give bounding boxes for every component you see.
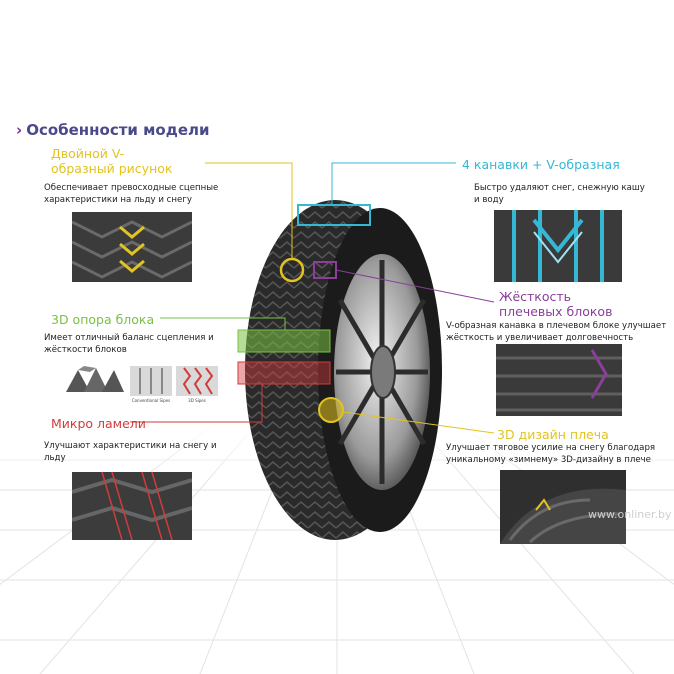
chevron-right-icon: › bbox=[16, 121, 23, 139]
shoulder-3d-marker bbox=[318, 397, 344, 423]
block-3d-figure bbox=[64, 362, 126, 398]
v-pattern-leader bbox=[205, 162, 293, 259]
micro-sipes-leader bbox=[130, 384, 263, 423]
block-3d-title: 3D опора блока bbox=[51, 312, 155, 327]
shoulder-stiffness-leader bbox=[335, 269, 495, 303]
v-pattern-title: Двойной V- образный рисунок bbox=[51, 146, 173, 176]
conventional-sipes-caption: Conventional Sipes bbox=[131, 398, 171, 403]
shoulder-3d-photo bbox=[500, 470, 626, 544]
3d-sipes-image bbox=[176, 366, 218, 396]
micro-sipes-desc: Улучшают характеристики на снегу и льду bbox=[44, 441, 217, 463]
wheel-hub bbox=[370, 345, 396, 399]
micro-sipes-title: Микро ламели bbox=[51, 416, 146, 431]
grooves-desc: Быстро удаляют снег, снежную кашу и воду bbox=[474, 183, 645, 205]
v-pattern-photo bbox=[72, 212, 192, 282]
grooves-highlight bbox=[297, 204, 371, 226]
shoulder-stiffness-photo bbox=[496, 344, 622, 416]
shoulder-3d-desc: Улучшает тяговое усилие на снегу благода… bbox=[446, 443, 656, 465]
v-pattern-desc: Обеспечивает превосходные сцепные характ… bbox=[44, 183, 219, 205]
grooves-photo bbox=[494, 210, 622, 282]
block-3d-highlight bbox=[237, 329, 331, 353]
shoulder-stiffness-desc: V-образная канавка в плечевом блоке улуч… bbox=[446, 321, 667, 343]
micro-sipes-highlight bbox=[237, 361, 331, 385]
grooves-title: 4 канавки + V-образная bbox=[462, 157, 620, 172]
watermark-text: www.onliner.by bbox=[588, 508, 672, 521]
shoulder-3d-title: 3D дизайн плеча bbox=[497, 427, 609, 442]
section-title: ›Особенности модели bbox=[16, 121, 210, 139]
3d-sipes-caption: 3D Sipes bbox=[188, 398, 206, 403]
shoulder-stiffness-title: Жёсткость плечевых блоков bbox=[499, 289, 613, 319]
shoulder-3d-leader bbox=[342, 411, 495, 434]
micro-sipes-photo bbox=[72, 472, 192, 540]
block-3d-leader bbox=[160, 317, 286, 330]
conventional-sipes-image bbox=[130, 366, 172, 396]
grooves-leader bbox=[331, 162, 456, 205]
block-3d-desc: Имеет отличный баланс сцепления и жёстко… bbox=[44, 333, 214, 355]
